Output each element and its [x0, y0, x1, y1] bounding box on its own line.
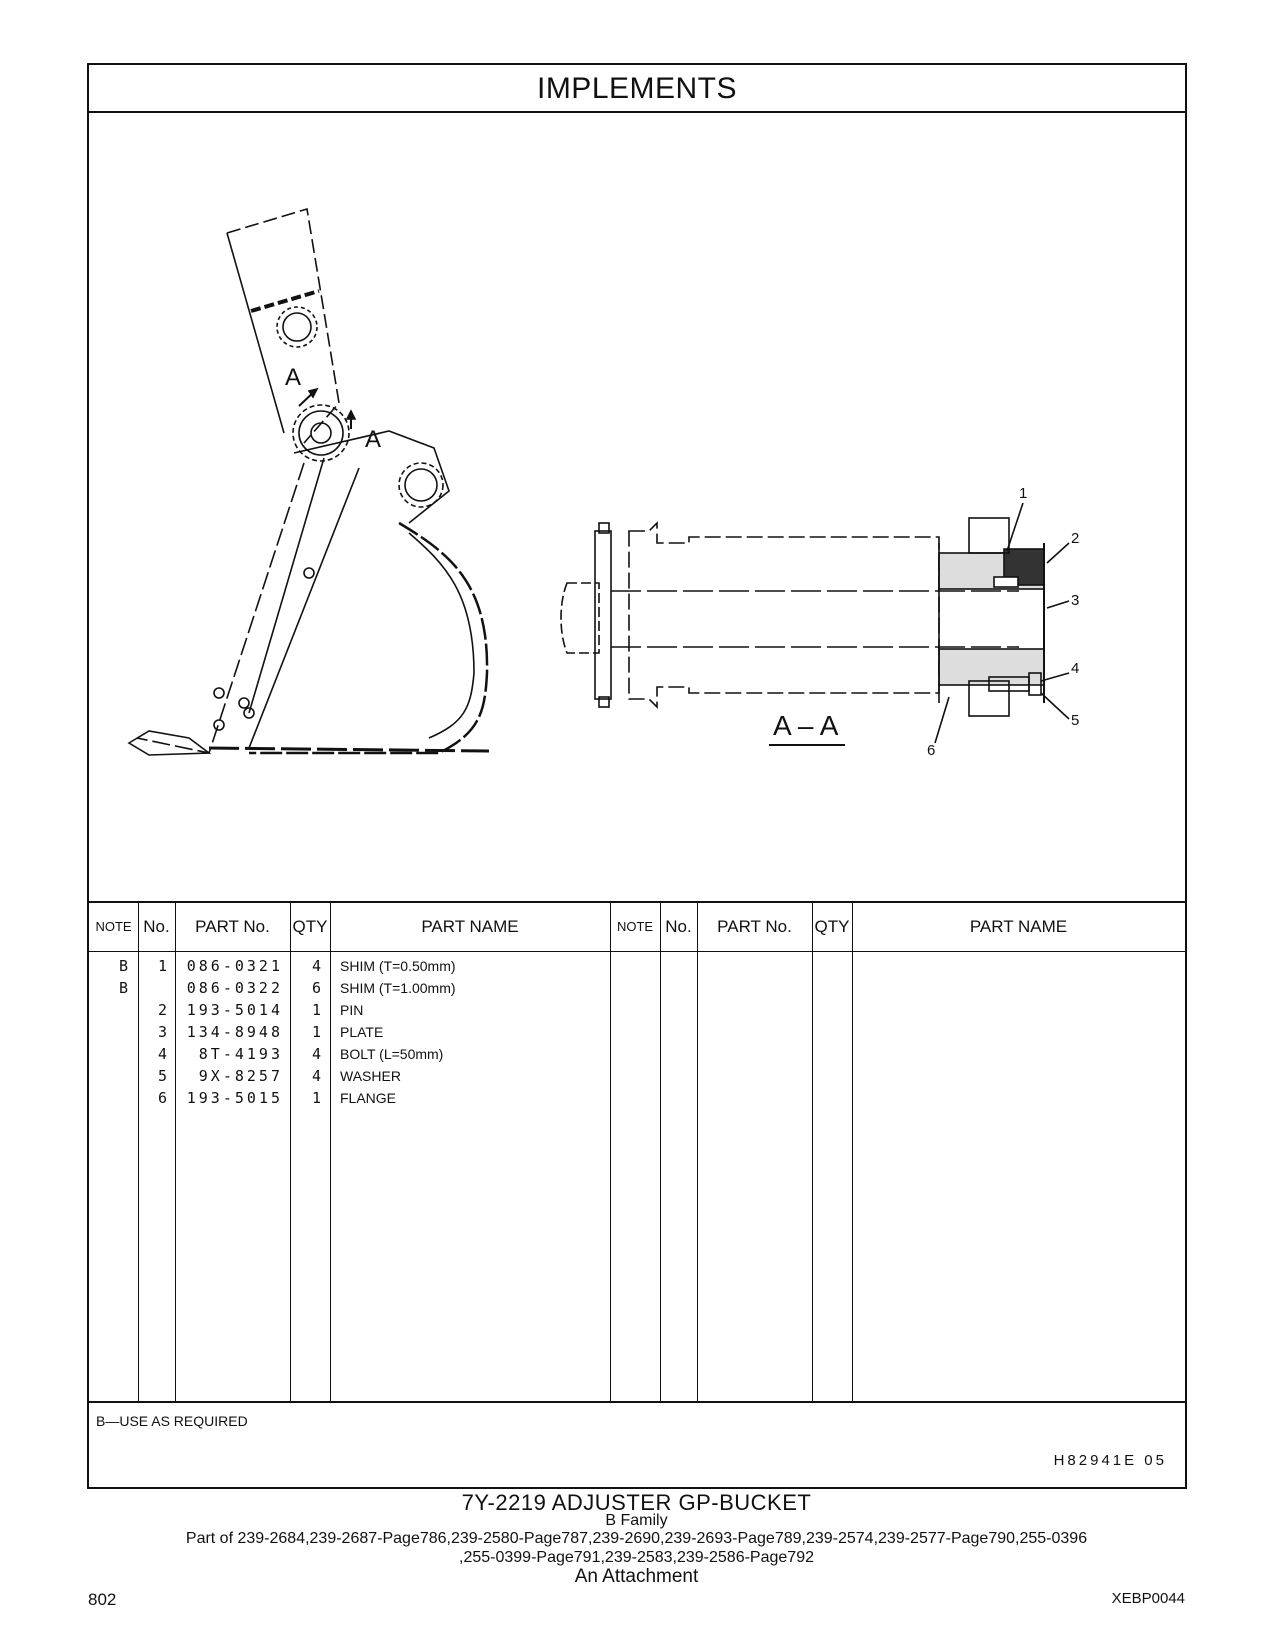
row-qty: 4 [311, 1067, 324, 1085]
row-note [89, 1087, 131, 1110]
header-qty: QTY [292, 917, 328, 936]
header-part-no-right: PART No. [717, 917, 792, 936]
row-qty: 1 [311, 1023, 324, 1041]
table-row: 4 8T-4193 4 BOLT (L=50mm) [89, 1043, 1185, 1066]
row-part-name: BOLT (L=50mm) [340, 1046, 444, 1062]
row-part-no: 193-5014 [186, 1001, 283, 1019]
page-number: 802 [88, 1590, 117, 1609]
header-qty-right: QTY [814, 917, 850, 936]
caption-part-of-line1: Part of 239-2684,239-2687-Page786,239-25… [185, 1530, 1088, 1547]
header-part-no: PART No. [195, 917, 270, 936]
col-divider [330, 903, 331, 1401]
callout-2: 2 [1071, 530, 1079, 547]
row-qty: 4 [311, 957, 324, 975]
row-part-name: PLATE [340, 1024, 384, 1040]
col-divider [138, 903, 139, 1401]
table-row: B 1 086-0321 4 SHIM (T=0.50mm) [89, 955, 1185, 978]
exploded-view-figure: A A A – A 1 2 3 4 5 6 [89, 113, 1185, 901]
col-divider [852, 903, 853, 1401]
row-part-no: 134-8948 [186, 1023, 283, 1041]
row-note: B [118, 979, 131, 997]
col-divider [610, 903, 611, 1401]
row-no: 4 [157, 1045, 170, 1063]
row-no: 3 [157, 1023, 170, 1041]
callout-1: 1 [1019, 485, 1027, 502]
table-row: 2 193-5014 1 PIN [89, 999, 1185, 1022]
document-code: XEBP0044 [1111, 1590, 1185, 1607]
caption-title: 7Y-2219 ADJUSTER GP-BUCKET [461, 1490, 812, 1515]
table-row: 3 134-8948 1 PLATE [89, 1021, 1185, 1044]
row-note [89, 1043, 131, 1066]
header-no: No. [143, 917, 170, 936]
row-qty: 1 [311, 1089, 324, 1107]
header-part-name: PART NAME [421, 917, 519, 936]
row-part-no: 8T-4193 [198, 1045, 283, 1063]
row-no: 1 [157, 957, 170, 975]
caption-part-of-line2: ,255-0399-Page791,239-2583,239-2586-Page… [459, 1549, 814, 1566]
col-divider [812, 903, 813, 1401]
parts-table: NOTE No. PART No. QTY PART NAME NOTE No.… [89, 901, 1185, 1401]
col-divider [660, 903, 661, 1401]
row-qty: 4 [311, 1045, 324, 1063]
header-divider [89, 951, 1185, 952]
callout-5: 5 [1071, 712, 1079, 729]
caption-family: B Family [605, 1512, 668, 1529]
row-part-no: 9X-8257 [198, 1067, 283, 1085]
row-no: 5 [157, 1067, 170, 1085]
header-note: NOTE [95, 919, 132, 934]
row-no [138, 977, 170, 1000]
row-note [89, 1065, 131, 1088]
row-note: B [118, 957, 131, 975]
section-view-label: A – A [773, 710, 839, 741]
table-row: 6 193-5015 1 FLANGE [89, 1087, 1185, 1110]
row-part-no: 193-5015 [186, 1089, 283, 1107]
callout-6: 6 [927, 742, 935, 759]
row-part-name: SHIM (T=0.50mm) [340, 958, 456, 974]
row-qty: 6 [311, 979, 324, 997]
section-marker-upper: A [285, 364, 301, 391]
table-row: 5 9X-8257 4 WASHER [89, 1065, 1185, 1088]
section-title: IMPLEMENTS [89, 65, 1185, 113]
notes-area: B—USE AS REQUIRED H82941E 05 [89, 1401, 1185, 1489]
row-qty: 1 [311, 1001, 324, 1019]
col-divider [290, 903, 291, 1401]
row-no: 2 [157, 1001, 170, 1019]
col-divider [697, 903, 698, 1401]
callout-3: 3 [1071, 592, 1079, 609]
row-no: 6 [157, 1089, 170, 1107]
header-part-name-right: PART NAME [969, 917, 1068, 936]
row-part-no: 086-0321 [186, 957, 283, 975]
row-part-name: PIN [340, 1002, 364, 1018]
bucket-adjuster-drawing: A A A – A 1 2 3 4 5 6 [127, 207, 1079, 759]
row-note [89, 1021, 131, 1044]
drawing-number: H82941E 05 [1053, 1452, 1167, 1469]
callout-4: 4 [1071, 660, 1079, 677]
row-part-no: 086-0322 [186, 979, 283, 997]
row-note [89, 999, 131, 1022]
caption-attachment: An Attachment [574, 1566, 699, 1587]
col-divider [175, 903, 176, 1401]
row-part-name: WASHER [340, 1068, 401, 1084]
section-marker-lower: A [365, 426, 381, 453]
footnote: B—USE AS REQUIRED [96, 1413, 248, 1429]
table-row: B 086-0322 6 SHIM (T=1.00mm) [89, 977, 1185, 1000]
row-part-name: FLANGE [340, 1090, 397, 1106]
parts-page-frame: IMPLEMENTS [87, 63, 1187, 1489]
header-no-right: No. [665, 917, 692, 936]
row-part-name: SHIM (T=1.00mm) [340, 980, 456, 996]
header-note-right: NOTE [616, 919, 654, 934]
